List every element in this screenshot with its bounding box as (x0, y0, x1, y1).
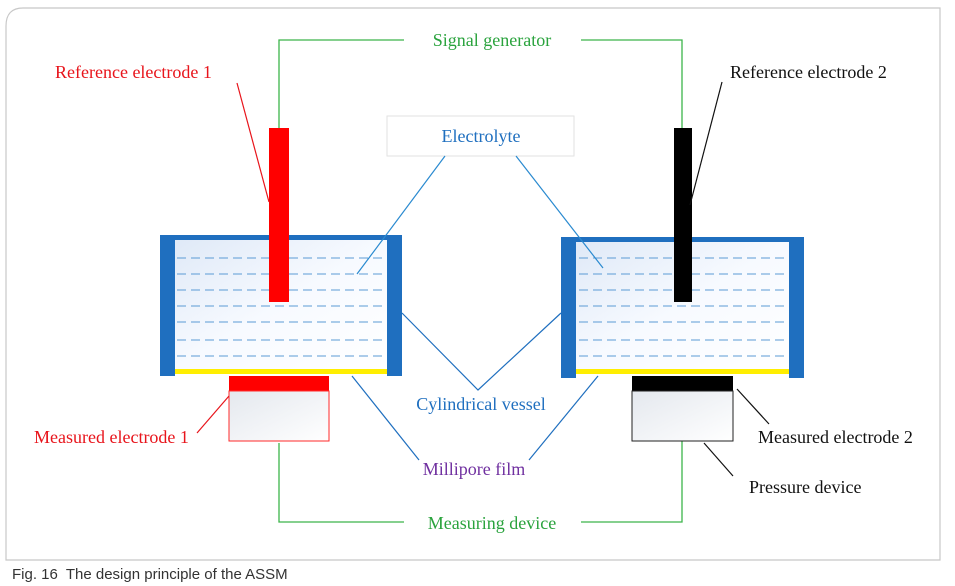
caption-text: The design principle of the ASSM (66, 566, 288, 583)
millipore-film-right (576, 369, 789, 374)
label-measured-electrode-2: Measured electrode 2 (758, 427, 913, 447)
measure-wire-right (581, 441, 683, 523)
measured-electrode-1 (229, 376, 329, 391)
vessel-right-wall-right (789, 237, 804, 378)
pressure-device-left (228, 390, 330, 442)
signal-wire-left (278, 39, 404, 128)
label-pressure-device: Pressure device (749, 477, 861, 497)
leader-reference-1 (236, 82, 270, 203)
measure-wire-left (278, 443, 404, 523)
label-measured-electrode-1: Measured electrode 1 (34, 427, 189, 447)
caption-prefix: Fig. 16 (12, 566, 58, 583)
electrolyte-label-box (386, 115, 575, 157)
leader-film-left (351, 375, 420, 461)
leader-electrolyte-left (356, 155, 446, 275)
label-reference-electrode-1: Reference electrode 1 (55, 62, 212, 82)
reference-electrode-1 (269, 128, 289, 302)
measured-electrode-2 (632, 376, 733, 391)
label-electrolyte: Electrolyte (442, 126, 521, 146)
label-millipore-film: Millipore film (423, 459, 526, 479)
leader-measured-1 (196, 395, 230, 434)
vessel-right (561, 237, 804, 442)
leader-pressure-device (703, 442, 734, 477)
leader-film-right (528, 375, 599, 461)
leader-lines (196, 81, 770, 477)
reference-electrode-2 (674, 128, 692, 302)
figure-frame (5, 7, 941, 561)
vessel-left-wall-right (387, 235, 402, 376)
label-signal-generator: Signal generator (433, 30, 551, 50)
label-measuring-device: Measuring device (428, 513, 556, 533)
label-reference-electrode-2: Reference electrode 2 (730, 62, 887, 82)
label-cylindrical-vessel: Cylindrical vessel (416, 394, 545, 414)
vessel-right-wall-left (561, 237, 576, 378)
millipore-film-left (175, 369, 387, 374)
pressure-device-right (631, 390, 734, 442)
signal-wire-right (581, 39, 683, 128)
figure-caption: Fig. 16 The design principle of the ASSM (12, 566, 288, 583)
leader-measured-2 (736, 388, 770, 425)
leader-electrolyte-right (515, 155, 604, 269)
leader-reference-2 (689, 81, 723, 206)
vessel-left-wall-left (160, 235, 175, 376)
leader-vessel (401, 312, 562, 391)
